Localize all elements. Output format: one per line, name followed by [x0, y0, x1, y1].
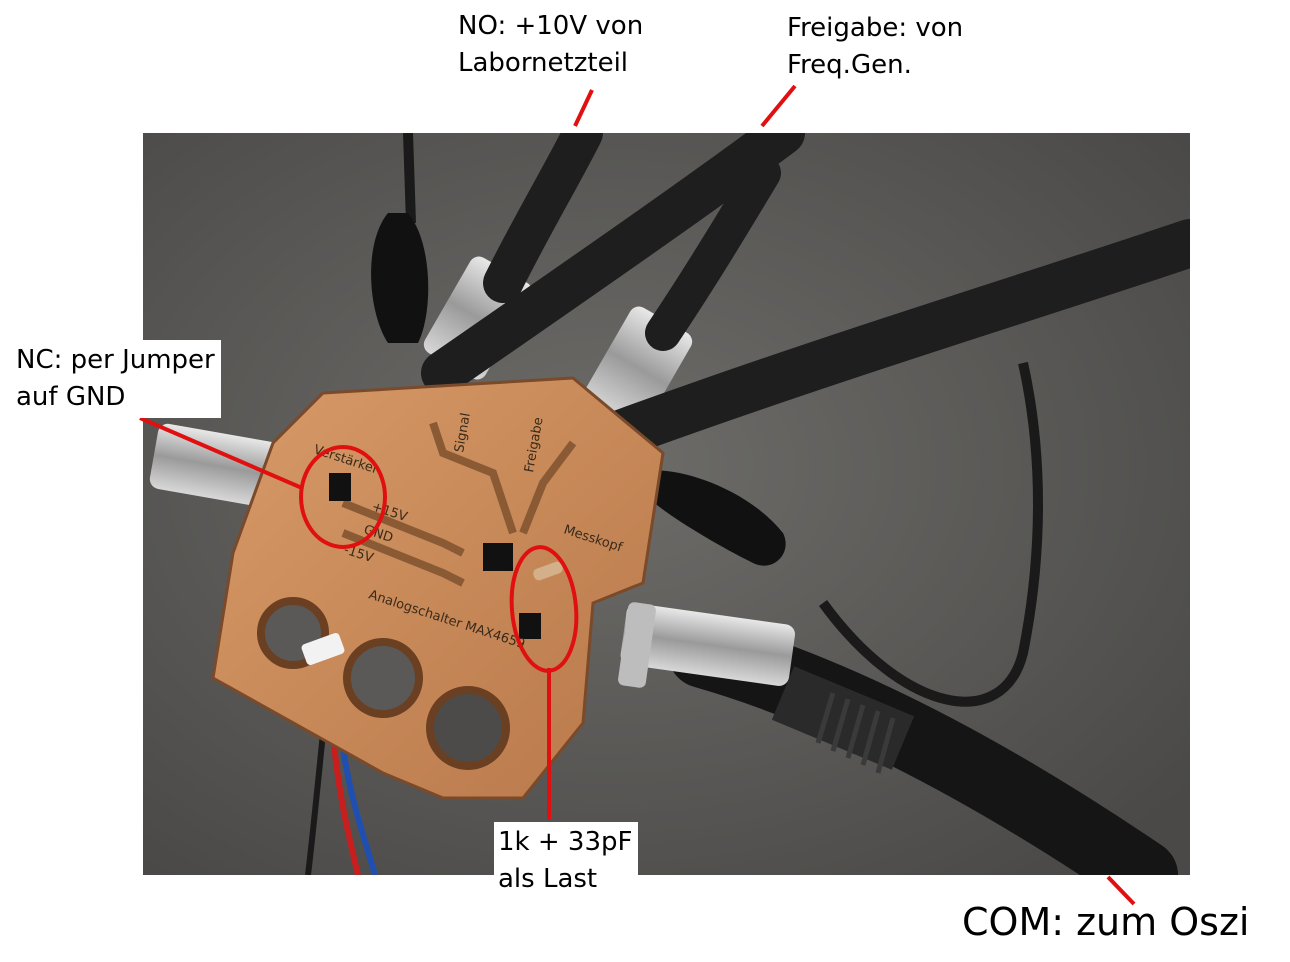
annotation-no: NO: +10V von Labornetzteil — [458, 11, 644, 78]
pcb-label-signal: Signal — [452, 412, 474, 454]
annotation-nc: NC: per Jumper auf GND — [12, 340, 221, 418]
leader-freigabe — [760, 84, 797, 128]
alligator-clip-right — [643, 470, 786, 566]
probe-cables — [403, 133, 1190, 707]
leader-no — [573, 89, 594, 127]
annotation-freigabe: Freigabe: von Freq.Gen. — [787, 13, 964, 80]
alligator-clip-top — [371, 213, 429, 343]
highlight-ellipse-jumper — [299, 445, 387, 549]
annotation-load: 1k + 33pF als Last — [494, 822, 639, 900]
photo-pcb-setup: Verstärker Signal Freigabe Messkopf Anal… — [143, 133, 1190, 875]
annotation-com: COM: zum Oszi — [962, 900, 1250, 944]
bnc-connector-right — [618, 602, 796, 688]
supply-wires — [305, 732, 378, 875]
